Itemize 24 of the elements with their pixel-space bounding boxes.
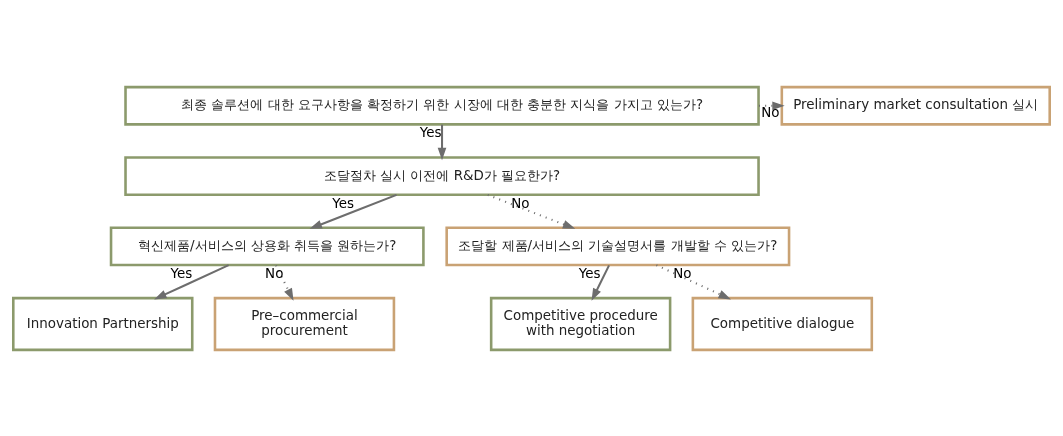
edge-label: Yes (578, 265, 601, 281)
edge-label: No (511, 195, 530, 211)
edge-label: Yes (332, 195, 354, 211)
edge-label: No (265, 265, 284, 281)
node-box: 혁신제품/서비스의 상용화 취득을 원하는가? (109, 226, 425, 266)
arrow (656, 263, 731, 299)
node-box: Competitive procedure with negotiation (489, 296, 672, 351)
node-box: 최종 솔루션에 대한 요구사항을 확정하기 위한 시장에 대한 충분한 지식을 가지고 있는가? (124, 85, 760, 126)
node-box: 조달절차 실시 이전에 R&D가 필요한가? (124, 155, 760, 196)
edge-label: No (761, 104, 780, 120)
node-box: Competitive dialogue (691, 296, 874, 351)
arrow (487, 193, 576, 229)
edge-label: Yes (170, 265, 193, 281)
node-box: Pre–commercial procurement (213, 296, 396, 351)
node-box: Innovation Partnership (12, 296, 194, 351)
node-box: 조달할 제품/서비스의 기술설명서를 개발할 수 있는가? (445, 226, 791, 266)
arrow (154, 263, 230, 299)
edge-label: No (673, 265, 692, 281)
arrow (591, 264, 610, 301)
arrow (275, 264, 294, 301)
edge-label: Yes (419, 124, 442, 140)
node-box: Preliminary market consultation 실시 (780, 85, 1051, 126)
arrow (309, 193, 397, 229)
arrow (437, 124, 447, 160)
